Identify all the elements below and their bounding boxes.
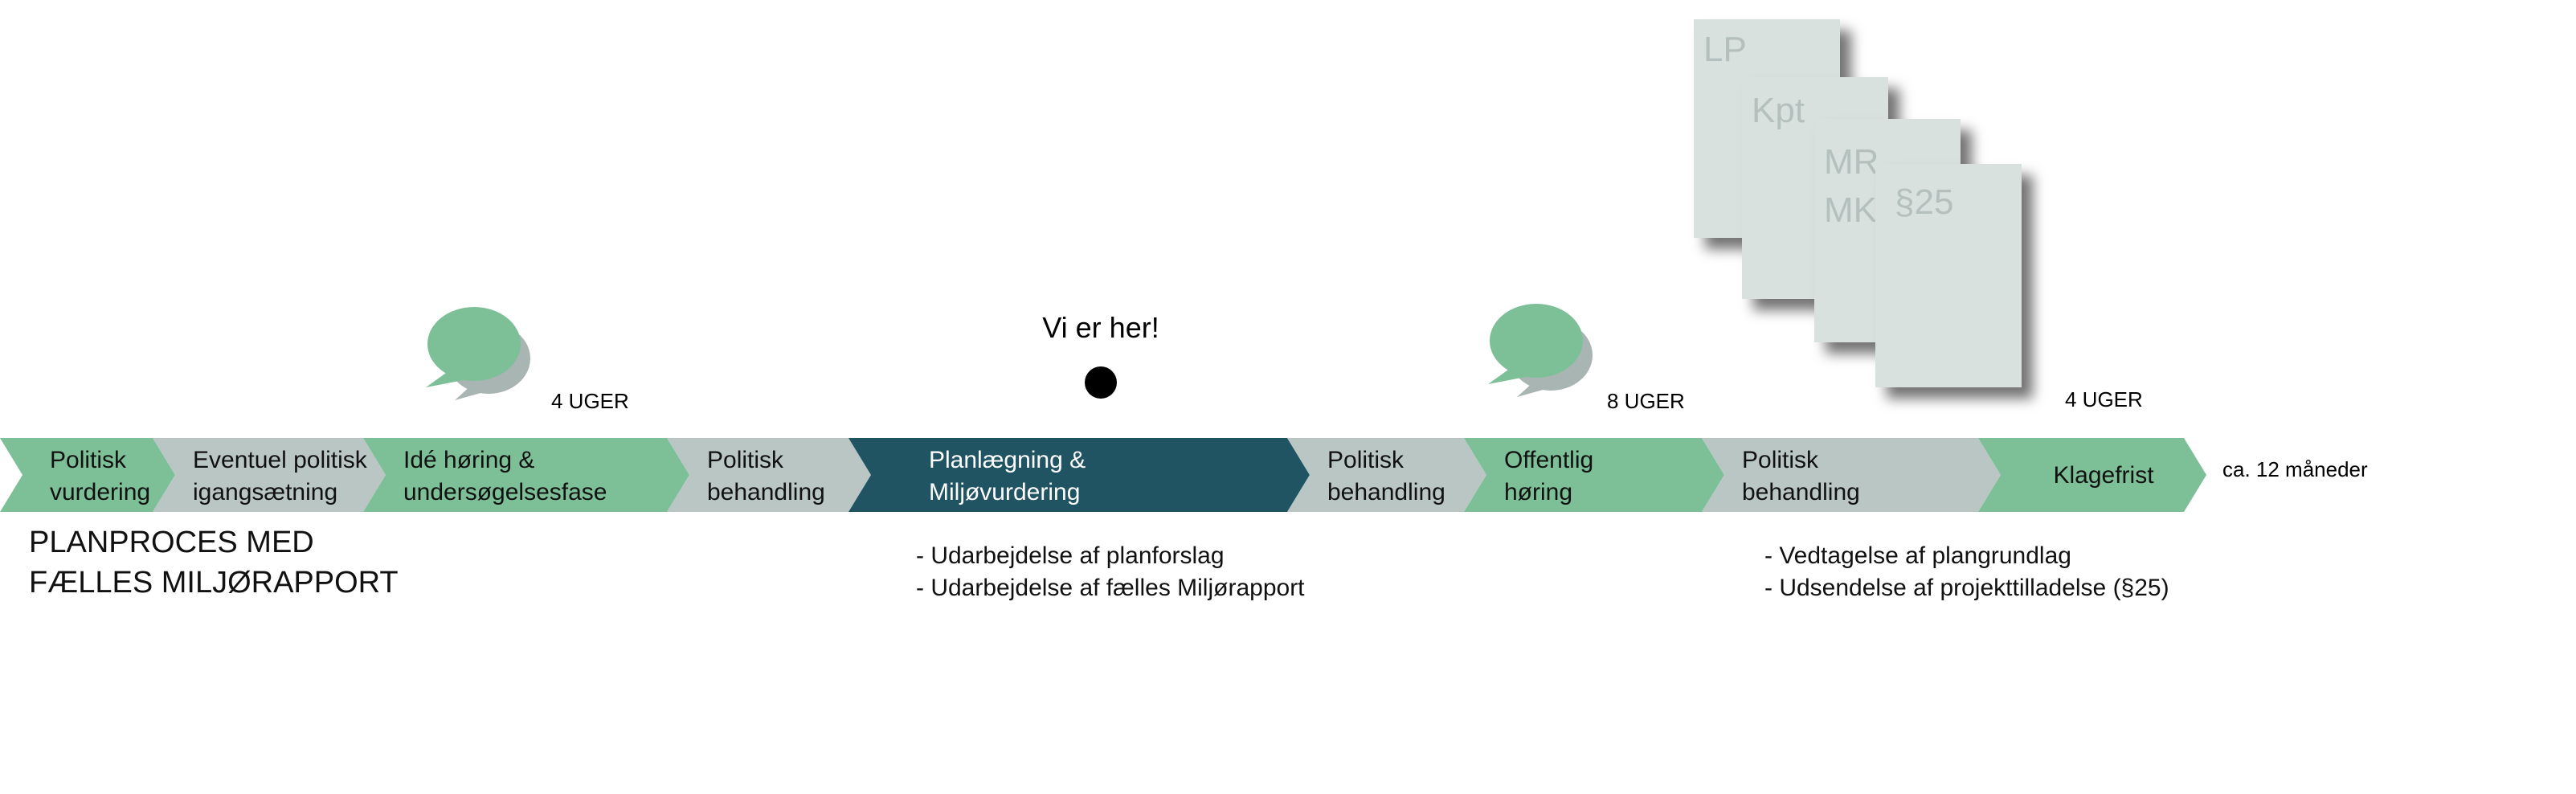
process-step-label: undersøgelsesfase xyxy=(403,479,607,505)
note-item: - Udarbejdelse af planforslag xyxy=(916,542,1225,569)
planning-notes: - Udarbejdelse af planforslag - Udarbejd… xyxy=(916,540,1305,604)
process-step-label: Planlægning & xyxy=(929,447,1086,473)
process-step-label: Offentlig xyxy=(1504,447,1593,473)
duration-label: 4 UGER xyxy=(2065,387,2143,411)
diagram-title: PLANPROCES MED FÆLLES MILJØRAPPORT xyxy=(29,522,399,603)
note-item: - Vedtagelse af plangrundlag xyxy=(1764,542,2071,569)
process-step-label: behandling xyxy=(1327,479,1445,505)
process-step-label: behandling xyxy=(1742,479,1860,505)
process-step-label: igangsætning xyxy=(193,479,337,505)
marker-label: Vi er her! xyxy=(1042,311,1159,344)
duration-label: 8 UGER xyxy=(1607,389,1685,413)
document-s25-sheet: §25 xyxy=(1875,164,2022,387)
document-label: Kpt xyxy=(1752,91,1805,130)
document-label: LP xyxy=(1703,30,1747,69)
process-step-chevron xyxy=(848,438,1310,512)
process-step-chevron xyxy=(1287,438,1486,512)
process-step-label: Klagefrist xyxy=(2053,462,2154,489)
process-step-label: behandling xyxy=(707,479,825,505)
note-item: - Udsendelse af projekttilladelse (§25) xyxy=(1764,575,2169,601)
current-position-marker xyxy=(1085,366,1117,399)
process-step-chevron xyxy=(1464,438,1724,512)
note-item: - Udarbejdelse af fælles Miljørapport xyxy=(916,575,1305,601)
process-step-label: Idé høring & xyxy=(403,447,534,473)
process-step-chevron xyxy=(667,438,871,512)
document-stack: LP Kpt MR MK §25 xyxy=(1694,19,2022,387)
document-label: §25 xyxy=(1895,182,1953,222)
process-step-chevron xyxy=(363,438,689,512)
speech-bubble-icon xyxy=(1488,304,1593,397)
process-step-label: Politisk xyxy=(50,447,127,473)
process-step-chevron xyxy=(0,438,175,512)
process-step-label: Eventuel politisk xyxy=(193,447,368,473)
document-label: MR xyxy=(1824,142,1879,182)
process-step-chevron xyxy=(1978,438,2206,512)
process-step-chevron xyxy=(1702,438,2001,512)
document-label: MK xyxy=(1824,190,1877,230)
process-step-label: Politisk xyxy=(1742,447,1819,473)
process-step-chevron xyxy=(153,438,386,512)
process-step-label: Miljøvurdering xyxy=(929,479,1080,505)
process-step-label: Politisk xyxy=(1327,447,1405,473)
process-step-label: Politisk xyxy=(707,447,784,473)
total-duration-label: ca. 12 måneder xyxy=(2222,457,2368,481)
duration-label: 4 UGER xyxy=(551,389,629,413)
process-step-label: vurdering xyxy=(50,479,150,505)
speech-bubble-icon xyxy=(426,307,530,400)
process-step-label: høring xyxy=(1504,479,1572,505)
title-line: PLANPROCES MED xyxy=(29,526,314,559)
title-line: FÆLLES MILJØRAPPORT xyxy=(29,566,399,600)
adoption-notes: - Vedtagelse af plangrundlag - Udsendels… xyxy=(1764,540,2169,604)
process-steps: Politisk vurdering Eventuel politisk igangs… xyxy=(0,438,2206,512)
